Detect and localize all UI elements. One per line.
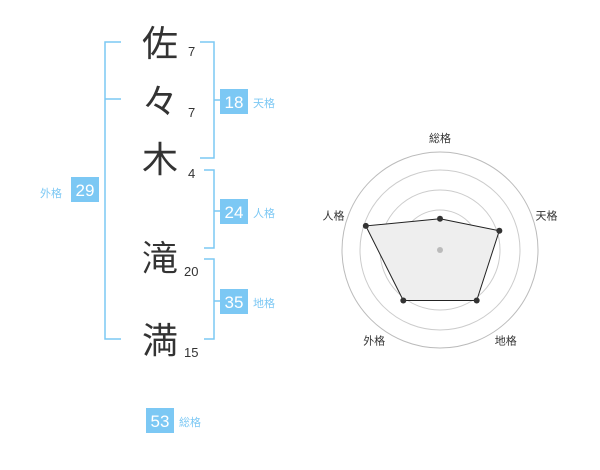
jinkaku-badge: 24 人格 bbox=[220, 199, 275, 224]
radar-point-4 bbox=[400, 297, 407, 304]
radar-ring bbox=[359, 169, 521, 331]
radar-outline bbox=[365, 218, 500, 301]
name-char-4: 滝 bbox=[142, 239, 178, 280]
jinkaku-bracket bbox=[204, 169, 220, 249]
gaikaku-bracket bbox=[104, 41, 121, 340]
gaikaku-badge: 外格 29 bbox=[40, 177, 99, 202]
radar-point-5 bbox=[362, 222, 369, 229]
name-column: 佐 7 々 7 木 4 滝 20 満 15 bbox=[142, 24, 198, 362]
radar-axis-label-3: 地格 bbox=[495, 334, 517, 348]
radar-point-1 bbox=[437, 215, 443, 222]
stroke-count-4: 20 bbox=[184, 264, 198, 279]
gaikaku-value: 29 bbox=[76, 181, 95, 200]
radar-axis-label-4: 外格 bbox=[363, 334, 385, 348]
radar-area bbox=[365, 218, 500, 301]
stroke-count-2: 7 bbox=[188, 105, 195, 120]
chikaku-value: 35 bbox=[225, 293, 244, 312]
radar-axis-label-5: 人格 bbox=[323, 208, 345, 222]
radar-axis-label-2: 天格 bbox=[536, 208, 558, 222]
chikaku-badge: 35 地格 bbox=[220, 289, 275, 314]
tenkaku-value: 18 bbox=[225, 93, 244, 112]
tenkaku-badge: 18 天格 bbox=[220, 89, 275, 114]
soukaku-badge: 53 総格 bbox=[146, 408, 201, 433]
radar-point-3 bbox=[473, 297, 480, 304]
name-char-3: 木 bbox=[142, 140, 178, 181]
name-char-2: 々 bbox=[142, 82, 178, 123]
jinkaku-label: 人格 bbox=[253, 206, 275, 220]
stroke-count-5: 15 bbox=[184, 345, 198, 360]
radar-point-2 bbox=[496, 227, 503, 234]
soukaku-value: 53 bbox=[151, 412, 170, 431]
radar-axis-label-1: 総格 bbox=[429, 131, 451, 145]
name-char-5: 満 bbox=[142, 321, 178, 362]
stroke-count-1: 7 bbox=[188, 44, 195, 59]
radar-center-dot bbox=[437, 247, 443, 253]
gaikaku-label: 外格 bbox=[40, 186, 62, 200]
name-char-1: 佐 bbox=[142, 24, 178, 65]
tenkaku-label: 天格 bbox=[253, 96, 275, 110]
stroke-count-3: 4 bbox=[188, 166, 195, 181]
radar-ring bbox=[341, 151, 539, 349]
soukaku-label: 総格 bbox=[179, 415, 201, 429]
chikaku-bracket bbox=[204, 258, 220, 340]
chikaku-label: 地格 bbox=[253, 296, 275, 310]
tenkaku-bracket bbox=[200, 41, 220, 159]
jinkaku-value: 24 bbox=[225, 203, 244, 222]
